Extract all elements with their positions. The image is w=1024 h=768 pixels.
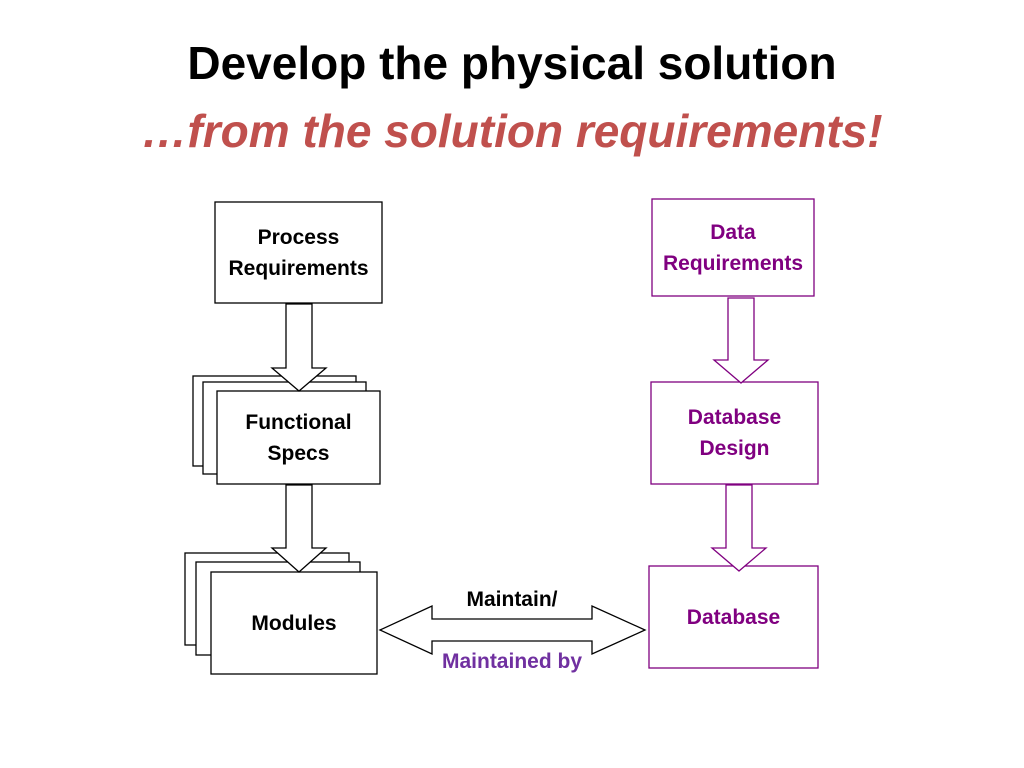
arrow-dbdesign-to-database (710, 484, 768, 572)
maintain-label: Maintain/ (466, 588, 558, 611)
double-arrow-modules-database (378, 604, 647, 656)
arrow-specs-to-modules (270, 484, 328, 573)
database-design-label: Database Design (687, 406, 782, 460)
arrow-datareq-to-dbdesign (712, 297, 770, 384)
process-requirements-label: Process Requirements (228, 225, 369, 280)
data-requirements-label: Data Requirements (662, 220, 804, 275)
data-requirements-box (651, 198, 815, 297)
modules-box (210, 571, 378, 675)
database-design-box (650, 381, 819, 485)
database-box (648, 565, 819, 669)
process-requirements-box (214, 201, 383, 304)
functional-specs-label: Functional Specs (245, 410, 352, 465)
database-label: Database (686, 605, 781, 629)
arrow-process-to-specs (270, 303, 328, 392)
modules-label: Modules (251, 611, 337, 635)
maintained-by-label: Maintained by (441, 650, 583, 673)
slide-subtitle: …from the solution requirements! (141, 105, 883, 157)
slide-title: Develop the physical solution (187, 37, 837, 89)
